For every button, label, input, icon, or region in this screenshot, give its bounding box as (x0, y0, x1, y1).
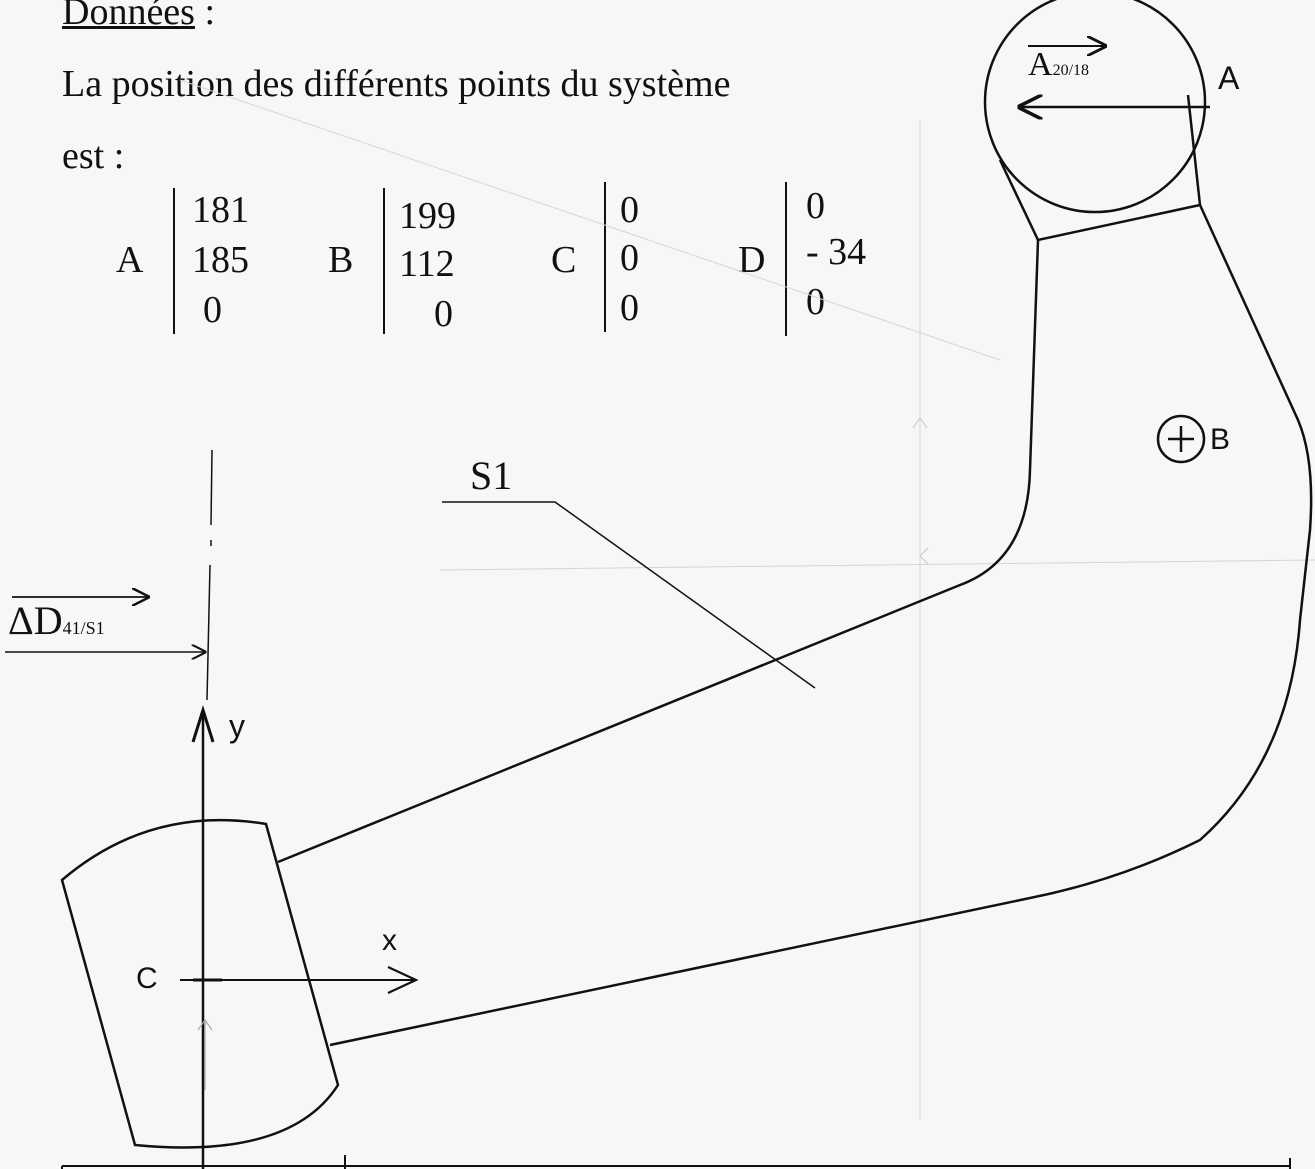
intro-line-1: La position des différents points du sys… (62, 63, 731, 105)
y-axis-label: y (229, 708, 245, 744)
top-pivot-circle (983, 0, 1207, 214)
point-c-bar (604, 182, 606, 332)
vertical-axis-line (206, 449, 213, 701)
pencil-horizontal-guide (439, 559, 1315, 571)
lever-lower-edge (329, 204, 1313, 1047)
top-neck-outline (998, 94, 1202, 242)
force-a-label: A20/18 (1028, 46, 1089, 84)
force-d-label-sub: 41/S1 (62, 618, 105, 638)
point-d-x: 0 (806, 185, 825, 227)
force-d-label-base: ΔD (8, 598, 63, 643)
lever-upper-edge (277, 239, 1040, 864)
solid-s1-label: S1 (470, 453, 513, 498)
point-b-z: 0 (434, 293, 453, 335)
point-a-bar (173, 188, 175, 334)
point-c-name: C (551, 239, 577, 281)
point-c-x: 0 (620, 189, 639, 231)
force-a-label-sub: 20/18 (1052, 62, 1090, 79)
point-d-name: D (738, 239, 766, 281)
section-title-colon: : (204, 0, 216, 33)
point-c-z: 0 (620, 287, 639, 329)
point-b-name: B (328, 239, 354, 281)
s1-leader-line (442, 501, 816, 689)
force-a-label-base: A (1028, 46, 1053, 83)
y-axis-arrowhead (191, 704, 215, 743)
point-a-y: 185 (192, 239, 249, 281)
pencil-mark-2 (919, 547, 929, 565)
x-axis-arrowhead (387, 966, 419, 994)
point-c-y: 0 (620, 237, 639, 279)
point-a-z: 0 (203, 289, 222, 331)
pencil-arrow-dy (197, 1018, 213, 1090)
point-a-x: 181 (192, 189, 249, 231)
section-title: Données : (62, 0, 215, 34)
point-b-y: 112 (399, 243, 455, 285)
pencil-guides (179, 79, 1315, 1120)
pencil-diagonal-guide (179, 79, 1001, 361)
point-d-y: - 34 (806, 231, 867, 273)
point-c-label: C (136, 962, 158, 995)
pencil-mark-1 (912, 416, 928, 429)
force-d-label: ΔD41/S1 (8, 597, 105, 644)
point-d-z: 0 (806, 281, 825, 323)
section-title-text: Données (62, 0, 195, 33)
point-a-name: A (116, 239, 144, 281)
point-b-x: 199 (399, 195, 456, 237)
point-b-symbol (1156, 414, 1206, 464)
point-b-bar (383, 188, 385, 334)
intro-line-2: est : (62, 135, 125, 177)
point-d-bar (785, 182, 787, 336)
foot-pad-outline (60, 818, 340, 1149)
x-axis-label: x (382, 924, 397, 957)
point-b-label: B (1210, 423, 1231, 456)
point-a-label: A (1218, 60, 1240, 96)
